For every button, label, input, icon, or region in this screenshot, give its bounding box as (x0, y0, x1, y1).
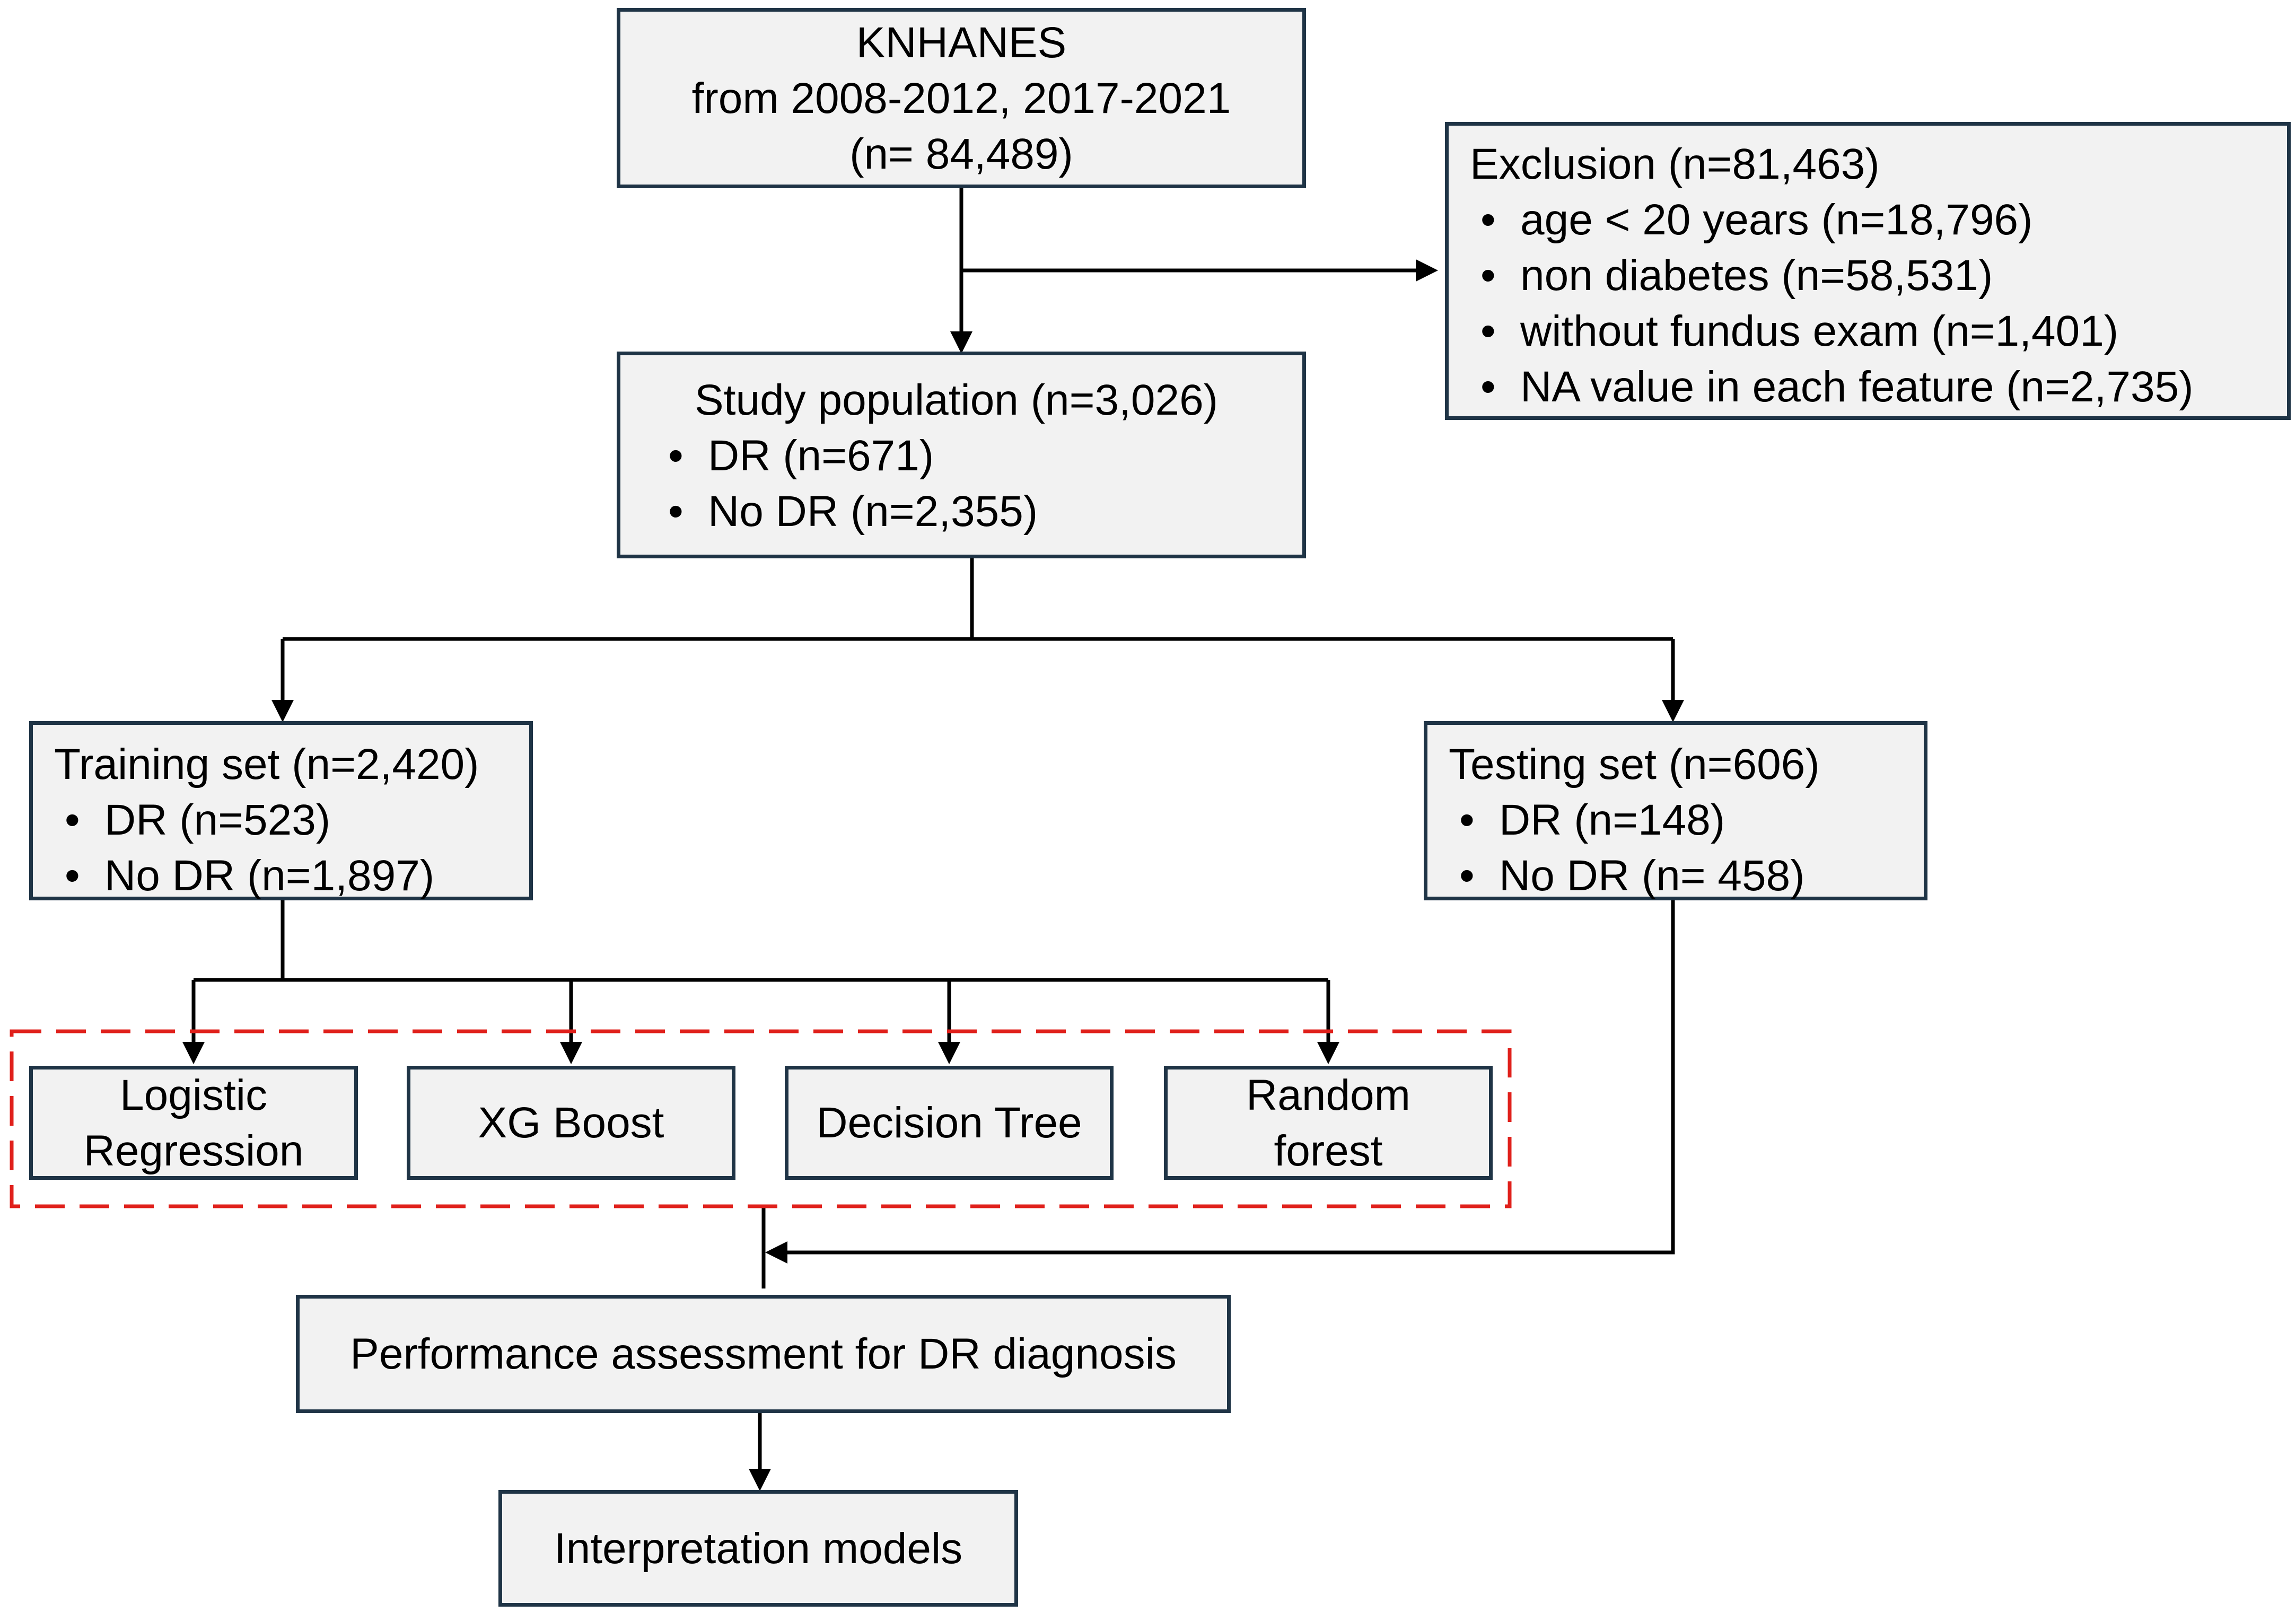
model-label: Logistic (119, 1071, 268, 1119)
source-line-3: (n= 84,489) (849, 129, 1073, 178)
performance-label: Performance assessment for DR diagnosis (350, 1330, 1177, 1378)
model-logistic-regression: Logistic Regression (29, 1066, 358, 1180)
testing-item: DR (n=148) (1449, 792, 1924, 848)
model-decision-tree: Decision Tree (785, 1066, 1114, 1180)
exclusion-item: without fundus exam (n=1,401) (1470, 303, 2287, 359)
exclusion-box: Exclusion (n=81,463) age < 20 years (n=1… (1445, 122, 2291, 420)
study-list: DR (n=671) No DR (n=2,355) (658, 428, 1302, 539)
exclusion-item: age < 20 years (n=18,796) (1470, 192, 2287, 248)
study-item: DR (n=671) (658, 428, 1302, 484)
performance-assessment-box: Performance assessment for DR diagnosis (296, 1295, 1231, 1413)
exclusion-list: age < 20 years (n=18,796) non diabetes (… (1470, 192, 2287, 415)
training-title: Training set (n=2,420) (54, 740, 479, 788)
source-line-1: KNHANES (856, 18, 1067, 67)
interpretation-models-box: Interpretation models (498, 1490, 1018, 1607)
model-xgboost: XG Boost (407, 1066, 735, 1180)
source-box: KNHANES from 2008-2012, 2017-2021 (n= 84… (617, 8, 1306, 188)
testing-title: Testing set (n=606) (1449, 740, 1820, 788)
model-label: XG Boost (478, 1099, 664, 1147)
model-label: Regression (83, 1126, 304, 1175)
models-dashed-group (10, 1029, 1512, 1208)
study-item: No DR (n=2,355) (658, 484, 1302, 539)
source-line-2: from 2008-2012, 2017-2021 (691, 74, 1231, 122)
exclusion-title: Exclusion (n=81,463) (1470, 140, 1880, 188)
exclusion-item: non diabetes (n=58,531) (1470, 248, 2287, 303)
testing-down-connector (765, 900, 1675, 1264)
study-title: Study population (n=3,026) (695, 376, 1219, 424)
testing-list: DR (n=148) No DR (n= 458) (1449, 792, 1924, 904)
training-set-box: Training set (n=2,420) DR (n=523) No DR … (29, 721, 533, 904)
interpretation-label: Interpretation models (554, 1524, 963, 1573)
testing-set-box: Testing set (n=606) DR (n=148) No DR (n=… (1424, 721, 1927, 904)
training-item: No DR (n=1,897) (54, 848, 529, 904)
model-random-forest: Random forest (1164, 1066, 1493, 1180)
training-list: DR (n=523) No DR (n=1,897) (54, 792, 529, 904)
study-population-box: Study population (n=3,026) DR (n=671) No… (617, 352, 1306, 558)
training-item: DR (n=523) (54, 792, 529, 848)
exclusion-item: NA value in each feature (n=2,735) (1470, 359, 2287, 415)
model-label: Decision Tree (816, 1099, 1082, 1147)
model-label: Random (1246, 1071, 1410, 1119)
testing-item: No DR (n= 458) (1449, 848, 1924, 904)
model-label: forest (1274, 1126, 1383, 1175)
